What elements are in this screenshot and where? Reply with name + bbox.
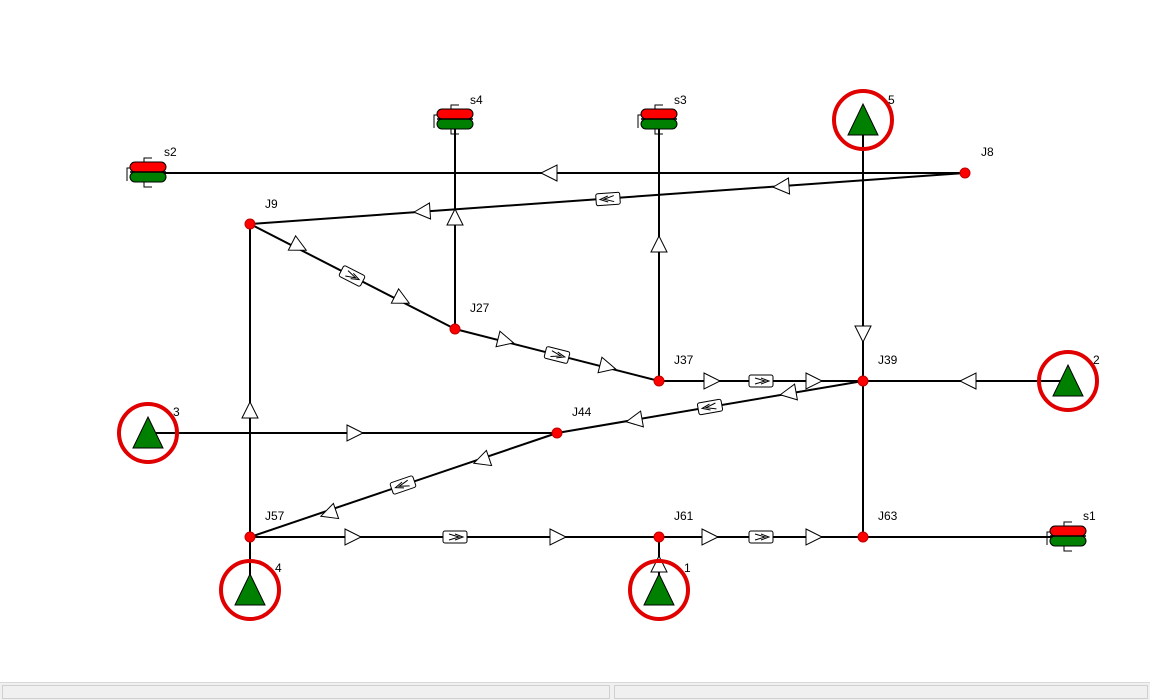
network-canvas[interactable]: J8 J9 J27 J37 J39 J44 J57 J61 J63 s2 s4 … bbox=[0, 0, 1150, 682]
label-j9: J9 bbox=[265, 197, 278, 211]
tank-s1[interactable] bbox=[1046, 521, 1087, 552]
pipes bbox=[148, 120, 1068, 590]
red-circle-highlight-icon bbox=[219, 559, 281, 621]
label-s4: s4 bbox=[470, 93, 483, 107]
flow-arrow-icon bbox=[805, 372, 824, 390]
junction-j27[interactable] bbox=[449, 323, 461, 335]
flow-arrow-icon bbox=[854, 325, 872, 344]
labels: J8 J9 J27 J37 J39 J44 J57 J61 J63 s2 s4 … bbox=[164, 93, 1100, 575]
valve-icon[interactable] bbox=[696, 398, 724, 416]
flow-arrow-icon bbox=[241, 400, 259, 419]
flow-arrow-icon bbox=[549, 528, 568, 546]
label-source-1: 1 bbox=[684, 561, 691, 575]
label-source-4: 4 bbox=[275, 561, 282, 575]
label-j44: J44 bbox=[572, 405, 592, 419]
flow-arrow-icon bbox=[701, 528, 720, 546]
label-j61: J61 bbox=[674, 509, 694, 523]
tank-s4[interactable] bbox=[433, 104, 474, 135]
red-circle-highlight-icon bbox=[628, 559, 690, 621]
status-pane-right bbox=[614, 685, 1148, 699]
source-1[interactable] bbox=[643, 572, 675, 606]
flow-arrow-icon bbox=[625, 410, 645, 428]
label-source-3: 3 bbox=[173, 405, 180, 419]
flow-arrow-icon bbox=[346, 424, 365, 442]
label-source-2: 2 bbox=[1093, 353, 1100, 367]
junctions bbox=[244, 167, 971, 543]
flow-arrow-icon bbox=[446, 207, 464, 226]
label-source-5: 5 bbox=[888, 93, 895, 107]
red-circle-highlight-icon bbox=[832, 89, 894, 151]
flow-arrow-icon bbox=[805, 528, 824, 546]
label-s3: s3 bbox=[674, 93, 687, 107]
junction-j63[interactable] bbox=[857, 531, 869, 543]
tank-s3[interactable] bbox=[637, 104, 678, 135]
junction-j61[interactable] bbox=[653, 531, 665, 543]
source-2[interactable] bbox=[1052, 363, 1084, 397]
flow-arrow-icon bbox=[650, 234, 668, 253]
flow-arrow-icon bbox=[779, 383, 799, 401]
source-4[interactable] bbox=[234, 572, 266, 606]
flow-arrow-icon bbox=[472, 449, 493, 467]
tank-s2[interactable] bbox=[126, 157, 167, 188]
junction-j9[interactable] bbox=[244, 218, 256, 230]
flow-arrow-icon bbox=[287, 234, 308, 251]
valve-icon[interactable] bbox=[748, 530, 774, 544]
valve-icon[interactable] bbox=[595, 191, 621, 207]
label-j27: J27 bbox=[470, 301, 490, 315]
tanks bbox=[126, 104, 1087, 552]
label-s2: s2 bbox=[164, 145, 177, 159]
junction-j8[interactable] bbox=[959, 167, 971, 179]
valve-icon[interactable] bbox=[748, 374, 774, 388]
status-pane-left bbox=[2, 685, 610, 699]
junction-j44[interactable] bbox=[551, 427, 563, 439]
flow-arrows bbox=[241, 164, 977, 573]
flow-arrow-icon bbox=[390, 287, 411, 304]
valves bbox=[338, 191, 774, 544]
flow-arrow-icon bbox=[703, 372, 722, 390]
label-j39: J39 bbox=[878, 353, 898, 367]
flow-arrow-icon bbox=[495, 330, 515, 348]
flow-arrow-icon bbox=[597, 356, 617, 374]
flow-arrow-icon bbox=[771, 177, 791, 195]
source-3[interactable] bbox=[132, 415, 164, 449]
flow-arrow-icon bbox=[958, 372, 977, 390]
sources bbox=[117, 89, 1099, 621]
flow-arrow-icon bbox=[344, 528, 363, 546]
valve-icon[interactable] bbox=[389, 474, 417, 496]
valve-icon[interactable] bbox=[442, 530, 468, 544]
red-circle-highlight-icon bbox=[1037, 350, 1099, 412]
junction-j37[interactable] bbox=[653, 375, 665, 387]
red-circle-highlight-icon bbox=[117, 402, 179, 464]
flow-arrow-icon bbox=[539, 164, 558, 182]
valve-icon[interactable] bbox=[543, 345, 571, 365]
label-s1: s1 bbox=[1083, 509, 1096, 523]
label-j8: J8 bbox=[981, 145, 994, 159]
status-bar bbox=[0, 682, 1150, 700]
valve-icon[interactable] bbox=[338, 264, 366, 288]
flow-arrow-icon bbox=[319, 502, 340, 520]
source-5[interactable] bbox=[847, 102, 879, 136]
flow-arrow-icon bbox=[650, 554, 668, 573]
flow-arrow-icon bbox=[412, 202, 432, 220]
label-j57: J57 bbox=[265, 509, 285, 523]
junction-j39[interactable] bbox=[857, 375, 869, 387]
label-j63: J63 bbox=[878, 509, 898, 523]
junction-j57[interactable] bbox=[244, 531, 256, 543]
label-j37: J37 bbox=[674, 353, 694, 367]
